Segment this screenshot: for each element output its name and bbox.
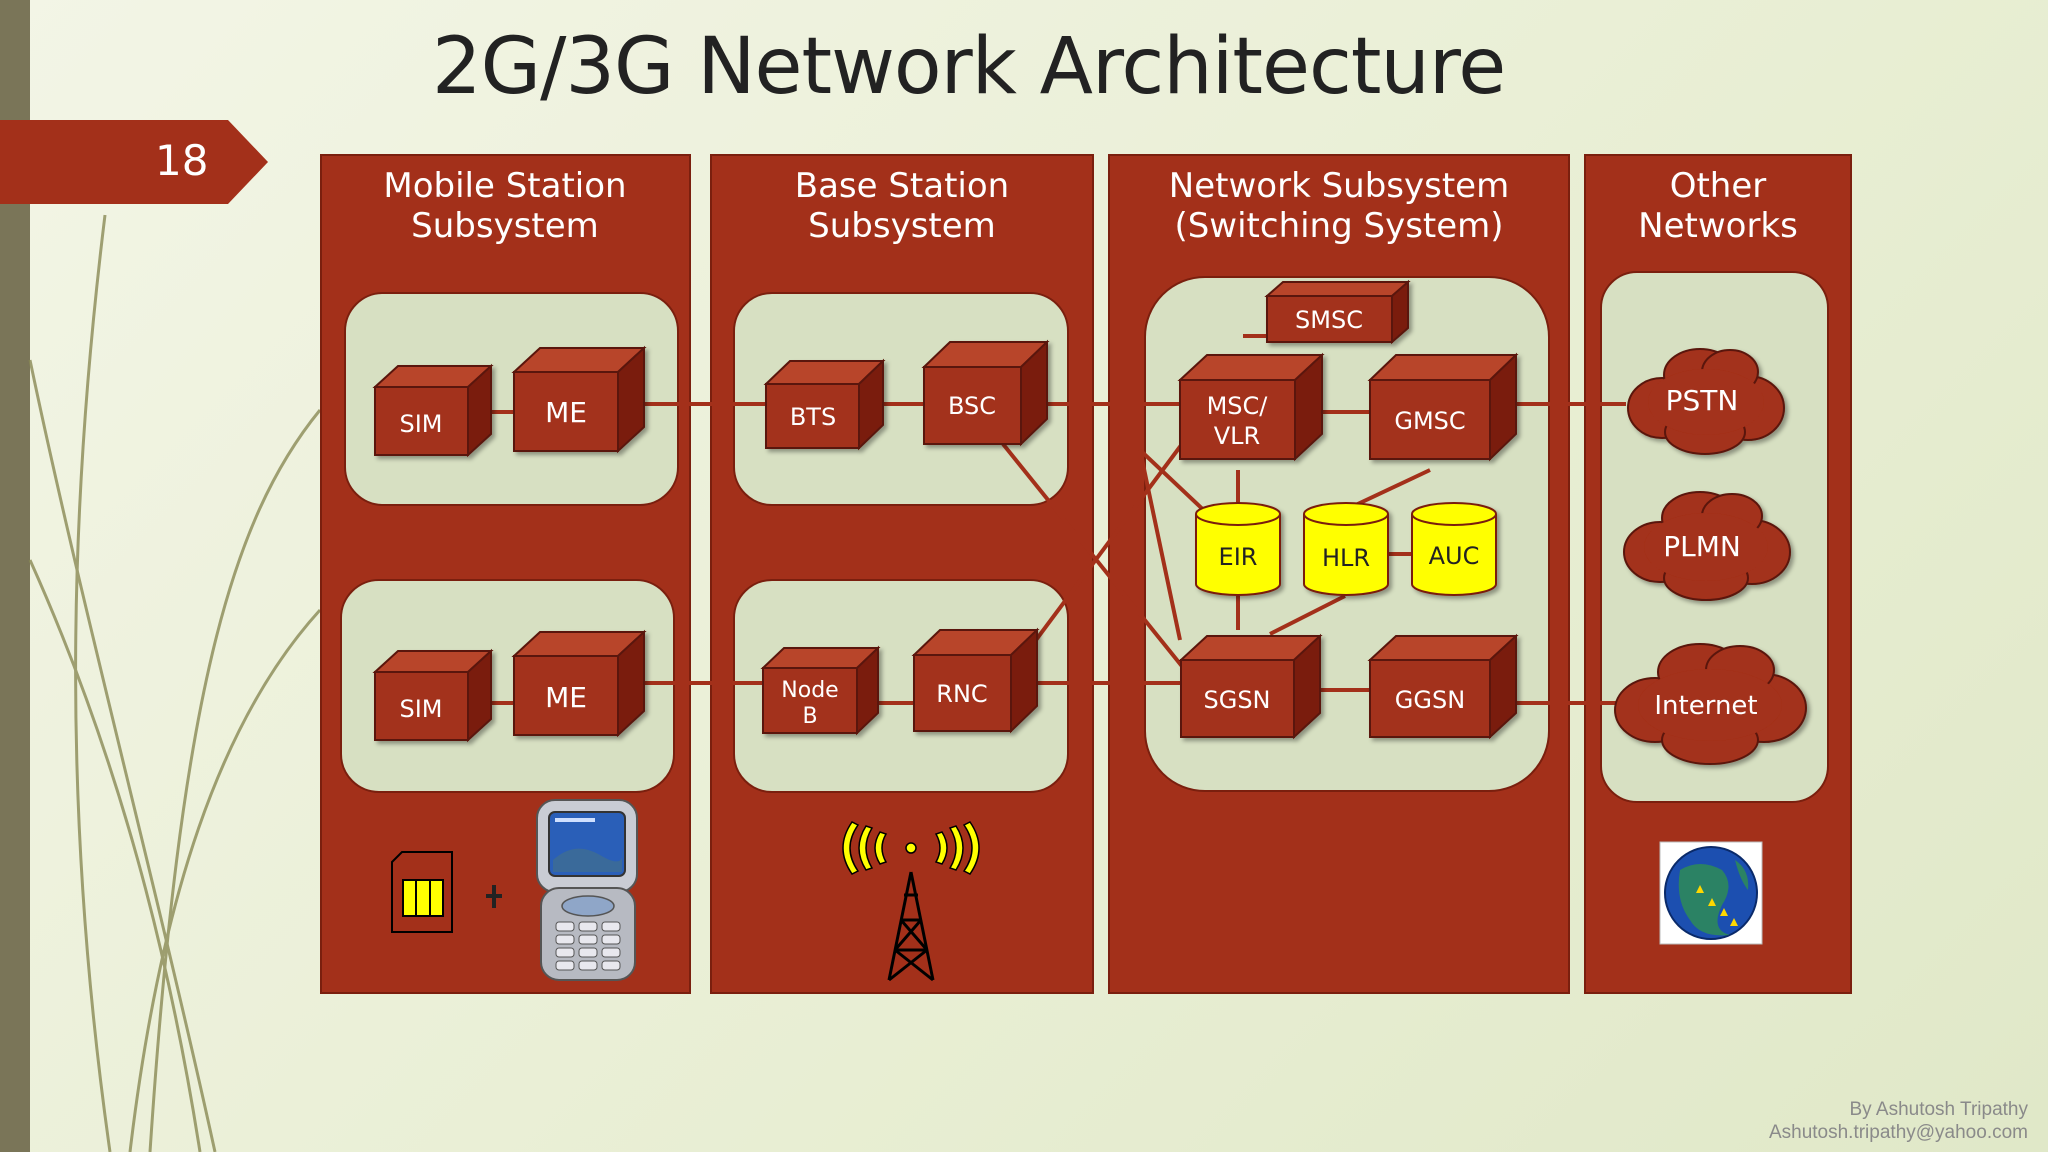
base-station-title-line2: Subsystem bbox=[808, 206, 996, 246]
msc-vlr-box: MSC/ VLR bbox=[1177, 352, 1325, 462]
gmsc-box: GMSC bbox=[1367, 352, 1519, 462]
sgsn-box: SGSN bbox=[1178, 633, 1323, 740]
footer-email: Ashutosh.tripathy@yahoo.com bbox=[1768, 1122, 2028, 1143]
footer-author: By Ashutosh Tripathy bbox=[1849, 1099, 2029, 1120]
bsc-box: BSC bbox=[921, 339, 1050, 447]
network-subsystem-title-line1: Network Subsystem bbox=[1169, 166, 1509, 206]
rnc-box: RNC bbox=[911, 627, 1040, 734]
node-b-box: Node B bbox=[760, 645, 881, 736]
pstn-cloud: PSTN bbox=[1627, 348, 1785, 455]
node-b-label-line2: B bbox=[802, 704, 817, 729]
sim-top-label: SIM bbox=[399, 410, 442, 438]
bts-label: BTS bbox=[790, 403, 836, 431]
me-bottom-label: ME bbox=[545, 681, 587, 714]
decorative-curves bbox=[28, 214, 322, 1152]
hlr-database: HLR bbox=[1303, 502, 1389, 596]
mobile-phone-icon bbox=[536, 799, 638, 981]
other-networks-title-line1: Other bbox=[1670, 166, 1767, 206]
base-station-panel bbox=[710, 154, 1094, 994]
other-networks-title-line2: Networks bbox=[1638, 206, 1798, 246]
ggsn-label: GGSN bbox=[1395, 686, 1465, 714]
slide-title: 2G/3G Network Architecture bbox=[432, 22, 1506, 112]
rnc-label: RNC bbox=[936, 680, 987, 708]
plus-icon bbox=[486, 885, 502, 908]
bts-box: BTS bbox=[763, 358, 886, 451]
internet-label: Internet bbox=[1654, 691, 1757, 721]
me-bottom-box: ME bbox=[511, 629, 647, 738]
mobile-station-title-line1: Mobile Station bbox=[383, 166, 626, 206]
sgsn-label: SGSN bbox=[1203, 686, 1270, 714]
ggsn-box: GGSN bbox=[1367, 633, 1519, 740]
internet-cloud: Internet bbox=[1614, 643, 1807, 765]
base-station-title-line1: Base Station bbox=[795, 166, 1009, 206]
sim-card-icon bbox=[391, 851, 453, 933]
node-b-label-line1: Node bbox=[781, 678, 838, 703]
connection-lines bbox=[480, 334, 1626, 705]
auc-label: AUC bbox=[1429, 542, 1480, 570]
sim-bottom-label: SIM bbox=[399, 695, 442, 723]
auc-database: AUC bbox=[1411, 502, 1497, 596]
plmn-label: PLMN bbox=[1663, 530, 1741, 563]
me-top-label: ME bbox=[545, 396, 587, 429]
slide-number-badge: 18 bbox=[0, 120, 268, 204]
hlr-label: HLR bbox=[1322, 544, 1370, 572]
sim-top-box: SIM bbox=[372, 363, 494, 458]
smsc-label: SMSC bbox=[1295, 306, 1363, 334]
gmsc-label: GMSC bbox=[1394, 407, 1465, 435]
eir-label: EIR bbox=[1219, 543, 1258, 571]
sim-bottom-box: SIM bbox=[372, 648, 494, 743]
msc-vlr-label-line1: MSC/ bbox=[1207, 392, 1269, 420]
slide-footer: By Ashutosh Tripathy Ashutosh.tripathy@y… bbox=[1769, 1098, 2028, 1144]
plmn-cloud: PLMN bbox=[1623, 491, 1791, 601]
msc-vlr-label-line2: VLR bbox=[1214, 422, 1260, 450]
bsc-label: BSC bbox=[948, 392, 996, 420]
smsc-box: SMSC bbox=[1264, 279, 1411, 345]
network-subsystem-title-line2: (Switching System) bbox=[1174, 206, 1503, 246]
globe-icon bbox=[1659, 841, 1763, 945]
pstn-label: PSTN bbox=[1666, 384, 1739, 417]
slide-number: 18 bbox=[155, 136, 209, 185]
eir-database: EIR bbox=[1195, 502, 1281, 596]
mobile-station-title-line2: Subsystem bbox=[411, 206, 599, 246]
radio-tower-icon bbox=[842, 821, 980, 982]
me-top-box: ME bbox=[511, 345, 647, 454]
